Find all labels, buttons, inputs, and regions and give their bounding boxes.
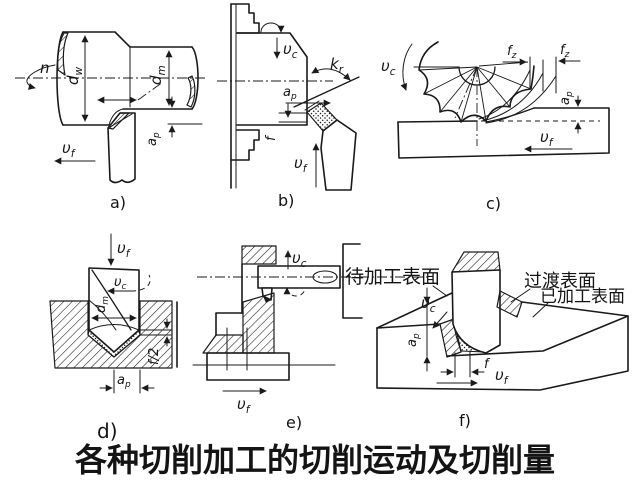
annotation-transition-surface: 过渡表面 — [524, 271, 596, 292]
cutting-speed-arc — [400, 43, 413, 91]
figure-b-facing: υc kr ap f υf b) — [217, 3, 360, 210]
planer-tool — [451, 269, 501, 354]
milling-cutter-teeth — [418, 41, 535, 123]
label-f-half: f/2 — [147, 348, 162, 365]
sublabel-d: d) — [97, 419, 118, 443]
cutting-edge-line — [293, 76, 360, 108]
twist-drill — [88, 267, 140, 353]
machine-table — [206, 352, 290, 381]
workpiece — [236, 32, 308, 126]
label-dm: dm — [147, 65, 168, 85]
figure-d-drilling: υf υc dm f/2 ap d) — [49, 233, 178, 443]
rotation-arc — [260, 22, 285, 33]
figure-c-milling: υc fz fz ap — [381, 41, 610, 213]
label-kr: kr — [330, 55, 344, 76]
label-fz: fz — [560, 43, 570, 60]
machined-surface-edge — [446, 315, 629, 357]
machine-head — [342, 243, 363, 319]
sublabel-c: c) — [486, 194, 501, 213]
workpiece-block — [397, 107, 610, 159]
figure-a-turning: n dw dm ap υf a) — [15, 31, 207, 212]
tooth-path — [478, 69, 531, 120]
rotation-arc — [283, 287, 306, 297]
page-title: 各种切削加工的切削运动及切削量 — [75, 441, 555, 479]
leader-line — [532, 302, 549, 318]
boring-bar — [257, 265, 341, 289]
label-ap: ap — [145, 132, 162, 146]
figure-e-boring: υc υf e) — [192, 243, 428, 432]
chuck-jaw-bottom — [230, 129, 260, 161]
label-fz: fz — [507, 44, 517, 61]
workpiece-surface — [397, 120, 478, 123]
turning-tool — [107, 112, 136, 184]
label-vf: υf — [540, 128, 555, 149]
block-outline — [376, 301, 629, 391]
unmachined-surface-edge — [376, 292, 453, 329]
label-vc: υc — [292, 249, 307, 270]
sublabel-b: b) — [278, 191, 294, 210]
angle-arc — [311, 66, 351, 81]
spindle-slot — [312, 270, 338, 284]
label-vf: υf — [237, 395, 252, 416]
sublabel-e: e) — [286, 413, 302, 432]
label-ap: ap — [558, 91, 575, 105]
cutter-radial-lines — [418, 61, 532, 123]
label-n: n — [40, 59, 50, 77]
label-vc: υc — [283, 40, 298, 61]
workpiece-section — [49, 300, 173, 369]
label-vc: υc — [421, 294, 436, 315]
transition-strip — [496, 290, 523, 318]
sublabel-a: a) — [110, 193, 126, 212]
workpiece-outline — [62, 31, 131, 48]
tooth-path — [481, 72, 544, 122]
label-ap: ap — [117, 373, 131, 390]
column-section — [242, 292, 275, 354]
section-hatch — [186, 75, 196, 108]
label-ap: ap — [405, 333, 422, 347]
tooth-path — [485, 75, 557, 124]
label-vf: υf — [294, 154, 309, 175]
tool-shank — [320, 119, 357, 191]
label-ap: ap — [283, 85, 297, 102]
annotation-machined-surface: 已加工表面 — [540, 287, 625, 307]
annotation-surface-to-be-machined: 待加工表面 — [345, 266, 440, 288]
leader-line — [432, 285, 448, 297]
label-f: f — [484, 357, 491, 372]
chuck-jaw-top — [230, 3, 260, 34]
label-dw: dw — [64, 66, 85, 85]
label-dm: dm — [94, 296, 111, 313]
rotation-arrow — [26, 64, 56, 90]
tool-top-section — [451, 251, 501, 273]
label-vf: υf — [495, 366, 510, 387]
workpiece-top-section — [241, 245, 277, 265]
label-vc: υc — [114, 275, 127, 292]
label-vc: υc — [381, 57, 396, 78]
sublabel-f: f) — [459, 411, 471, 430]
leader-line — [510, 288, 531, 303]
label-f: f — [264, 134, 279, 141]
cutting-speed-arrow — [432, 311, 448, 329]
foot-section — [202, 334, 244, 354]
section-hatch — [57, 32, 69, 76]
figure-f-planing: 待加工表面 过渡表面 已加工表面 υc ap f υf f) — [345, 251, 629, 430]
label-vf: υf — [62, 139, 77, 160]
label-vf: υf — [117, 239, 132, 260]
